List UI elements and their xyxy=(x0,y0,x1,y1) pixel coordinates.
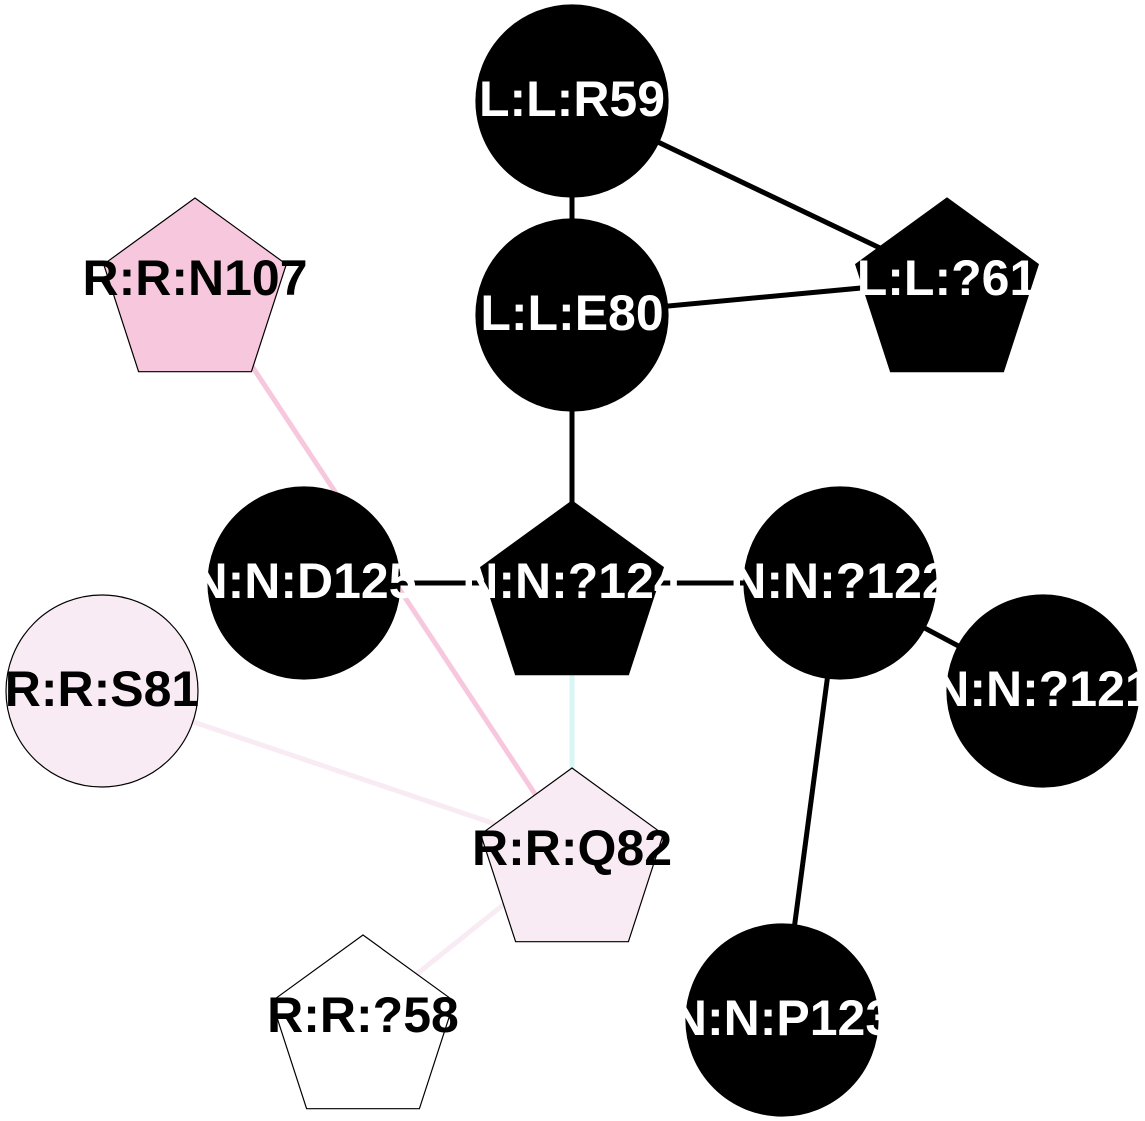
node-label: N:N:P123 xyxy=(671,990,893,1046)
node-r-r-q58: R:R:?58 xyxy=(267,934,459,1110)
node-circle xyxy=(743,486,937,680)
node-label: N:N:?121 xyxy=(933,661,1145,717)
node-n-n-p123: N:N:P123 xyxy=(671,923,893,1117)
node-label: N:N:?124 xyxy=(462,553,682,609)
node-label: L:L:?61 xyxy=(857,250,1038,306)
node-pentagon xyxy=(479,767,665,943)
node-circle xyxy=(946,594,1140,788)
node-r-r-s81: R:R:S81 xyxy=(5,594,199,788)
node-circle xyxy=(475,4,669,198)
node-n-n-q121: N:N:?121 xyxy=(933,594,1145,788)
node-pentagon xyxy=(270,934,456,1110)
node-n-n-d125: N:N:D125 xyxy=(191,486,417,680)
node-l-l-e80: L:L:E80 xyxy=(475,218,669,412)
node-l-l-q61: L:L:?61 xyxy=(854,197,1040,373)
node-label: R:R:S81 xyxy=(5,661,199,717)
node-l-l-r59: L:L:R59 xyxy=(475,4,669,198)
node-pentagon xyxy=(854,197,1040,373)
node-pentagon xyxy=(479,500,665,676)
node-n-n-q124: N:N:?124 xyxy=(462,500,682,676)
node-label: L:L:R59 xyxy=(479,71,665,127)
node-circle xyxy=(5,594,199,788)
node-label: N:N:?122 xyxy=(730,553,949,609)
node-label: R:R:N107 xyxy=(82,250,307,306)
node-circle xyxy=(475,218,669,412)
node-label: R:R:Q82 xyxy=(472,820,672,876)
node-label: R:R:?58 xyxy=(267,987,459,1043)
node-r-r-q82: R:R:Q82 xyxy=(472,767,672,943)
node-circle xyxy=(207,486,401,680)
node-n-n-q122: N:N:?122 xyxy=(730,486,950,680)
node-label: N:N:D125 xyxy=(191,553,416,609)
node-label: L:L:E80 xyxy=(480,285,663,341)
node-pentagon xyxy=(102,197,288,373)
node-r-r-n107: R:R:N107 xyxy=(82,197,308,373)
node-circle xyxy=(685,923,879,1117)
